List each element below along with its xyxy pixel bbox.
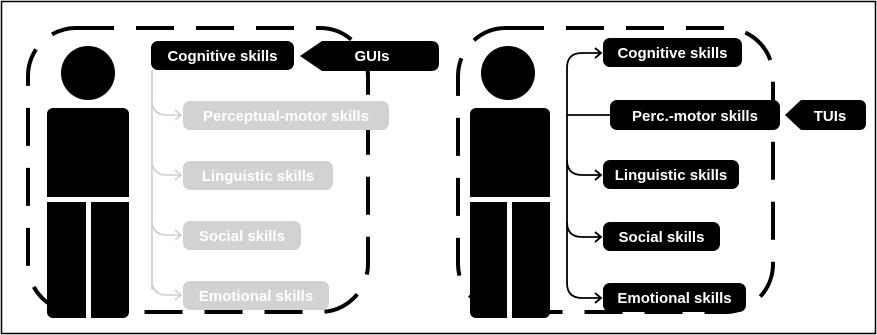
- left-person-figure: [47, 46, 129, 318]
- left-skill-linguistic: Linguistic skills: [183, 161, 333, 190]
- left-panel: Cognitive skills Perceptual-motor skills…: [26, 26, 439, 318]
- right-skill-linguistic-label: Linguistic skills: [615, 167, 728, 184]
- right-skill-linguistic-pill: [603, 160, 739, 189]
- right-person-figure: [470, 46, 550, 318]
- right-skill-social-label: Social skills: [619, 229, 705, 246]
- right-skill-emotional: Emotional skills: [603, 283, 746, 312]
- left-skill-perceptual-motor-pill: [183, 101, 389, 130]
- left-skill-emotional: Emotional skills: [183, 281, 329, 310]
- left-dashed-boundary: [26, 26, 370, 314]
- left-skill-cognitive-label: Cognitive skills: [167, 48, 277, 65]
- left-skill-cognitive: Cognitive skills: [151, 41, 294, 70]
- left-interface-tag-arrow: [300, 41, 439, 71]
- left-connectors: [151, 70, 183, 301]
- left-person-head: [61, 46, 115, 100]
- left-person-arm-gap: [47, 197, 129, 202]
- right-skill-emotional-pill: [603, 283, 746, 312]
- right-interface-tag-label: TUIs: [814, 108, 847, 125]
- left-skill-linguistic-label: Linguistic skills: [202, 168, 315, 185]
- right-connectors: [566, 47, 610, 304]
- left-skill-social-label: Social skills: [199, 228, 285, 245]
- right-interface-tag: TUIs: [785, 100, 866, 130]
- right-skill-cognitive-label: Cognitive skills: [617, 45, 727, 62]
- left-skill-cognitive-pill: [151, 41, 294, 70]
- left-skill-perceptual-motor: Perceptual-motor skills: [183, 101, 389, 130]
- right-skill-perceptual-motor-label: Perc.-motor skills: [632, 108, 758, 125]
- left-skill-social: Social skills: [183, 221, 301, 250]
- right-skill-perceptual-motor-pill: [610, 100, 780, 130]
- right-skill-perceptual-motor: Perc.-motor skills: [610, 100, 780, 130]
- left-person-leg-gap: [86, 202, 91, 318]
- right-person-leg-gap: [507, 202, 512, 318]
- left-skill-perceptual-motor-label: Perceptual-motor skills: [203, 108, 369, 125]
- left-skill-linguistic-pill: [183, 161, 333, 190]
- right-skill-cognitive: Cognitive skills: [603, 38, 742, 67]
- left-skill-emotional-pill: [183, 281, 329, 310]
- left-interface-tag-label: GUIs: [354, 48, 389, 65]
- right-person-arm-gap: [470, 197, 550, 202]
- left-skill-emotional-label: Emotional skills: [199, 288, 313, 305]
- right-panel: Cognitive skills Perc.-motor skills Ling…: [456, 26, 866, 318]
- right-person-head: [481, 46, 535, 100]
- right-skill-linguistic: Linguistic skills: [603, 160, 739, 189]
- left-interface-tag: GUIs: [300, 41, 439, 71]
- right-skill-social-pill: [603, 222, 720, 251]
- right-skill-cognitive-pill: [603, 38, 742, 67]
- left-skill-social-pill: [183, 221, 301, 250]
- right-skill-social: Social skills: [603, 222, 720, 251]
- right-interface-tag-arrow: [785, 100, 866, 130]
- right-skill-emotional-label: Emotional skills: [617, 290, 731, 307]
